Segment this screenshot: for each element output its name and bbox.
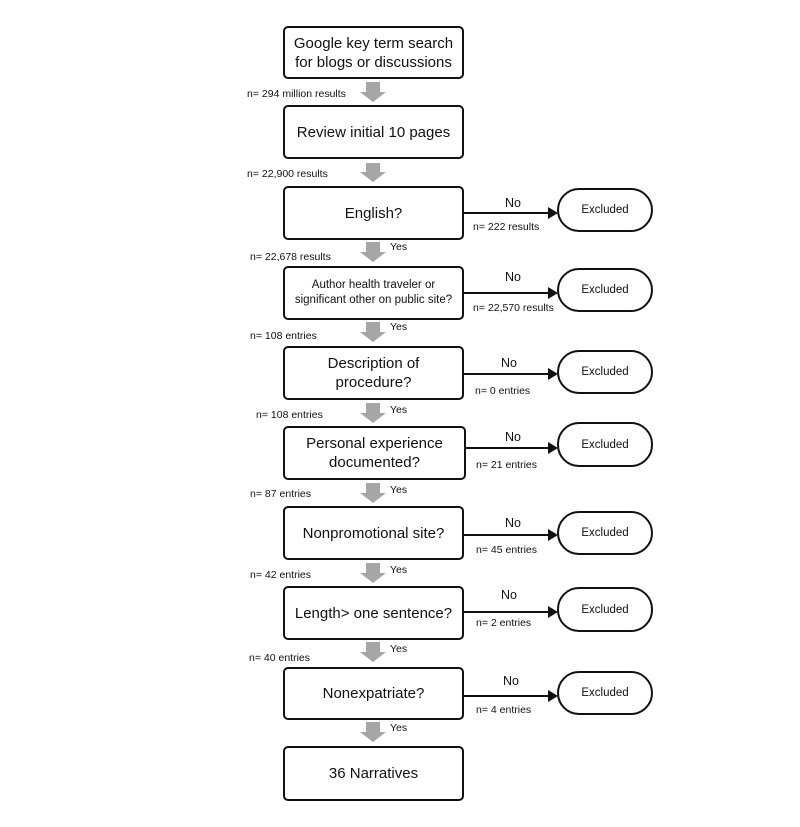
down-arrow bbox=[360, 242, 386, 262]
step-personal-experience: Personal experience documented? bbox=[283, 426, 466, 480]
step-review: Review initial 10 pages bbox=[283, 105, 464, 159]
yes-label: Yes bbox=[390, 643, 408, 655]
excluded-count: n= 4 entries bbox=[476, 704, 532, 716]
excluded-count: n= 0 entries bbox=[475, 385, 531, 397]
excluded-count: n= 45 entries bbox=[476, 544, 538, 556]
no-label: No bbox=[503, 674, 519, 688]
count-label: n= 42 entries bbox=[250, 569, 312, 581]
side-arrow-head bbox=[548, 207, 558, 219]
step-english: English? bbox=[283, 186, 464, 240]
down-arrow bbox=[360, 82, 386, 102]
count-label: n= 108 entries bbox=[256, 409, 323, 421]
step-length: Length> one sentence? bbox=[283, 586, 464, 640]
count-label: n= 22,900 results bbox=[247, 168, 328, 180]
yes-label: Yes bbox=[390, 404, 408, 416]
no-label: No bbox=[505, 430, 521, 444]
step-nonpromotional: Nonpromotional site? bbox=[283, 506, 464, 560]
down-arrow bbox=[360, 722, 386, 742]
yes-label: Yes bbox=[390, 484, 408, 496]
step-nonexpatriate: Nonexpatriate? bbox=[283, 667, 464, 720]
count-label: n= 22,678 results bbox=[250, 251, 331, 263]
excluded-count: n= 222 results bbox=[473, 221, 540, 233]
down-arrow bbox=[360, 163, 386, 182]
count-label: n= 108 entries bbox=[250, 330, 317, 342]
side-arrow-head bbox=[548, 690, 558, 702]
down-arrow bbox=[360, 642, 386, 662]
excluded-count: n= 22,570 results bbox=[473, 302, 554, 314]
count-label: n= 294 million results bbox=[247, 88, 346, 100]
yes-label: Yes bbox=[390, 722, 408, 734]
excluded-node: Excluded bbox=[557, 350, 653, 394]
down-arrow bbox=[360, 322, 386, 342]
down-arrow bbox=[360, 563, 386, 583]
count-label: n= 40 entries bbox=[249, 652, 311, 664]
excluded-node: Excluded bbox=[557, 268, 653, 312]
step-narratives: 36 Narratives bbox=[283, 746, 464, 801]
no-label: No bbox=[505, 516, 521, 530]
no-label: No bbox=[505, 196, 521, 210]
step-search: Google key term search for blogs or disc… bbox=[283, 26, 464, 79]
side-arrow-head bbox=[548, 287, 558, 299]
side-arrow-head bbox=[548, 529, 558, 541]
excluded-node: Excluded bbox=[557, 511, 653, 555]
excluded-node: Excluded bbox=[557, 422, 653, 467]
yes-label: Yes bbox=[390, 564, 408, 576]
excluded-count: n= 2 entries bbox=[476, 617, 532, 629]
down-arrow bbox=[360, 403, 386, 423]
yes-label: Yes bbox=[390, 241, 408, 253]
no-label: No bbox=[505, 270, 521, 284]
no-label: No bbox=[501, 356, 517, 370]
down-arrow bbox=[360, 483, 386, 503]
excluded-node: Excluded bbox=[557, 188, 653, 232]
excluded-node: Excluded bbox=[557, 671, 653, 715]
side-arrow-head bbox=[548, 442, 558, 454]
count-label: n= 87 entries bbox=[250, 488, 312, 500]
step-author: Author health traveler or significant ot… bbox=[283, 266, 464, 320]
side-arrow-head bbox=[548, 606, 558, 618]
side-arrow-head bbox=[548, 368, 558, 380]
yes-label: Yes bbox=[390, 321, 408, 333]
step-description: Description of procedure? bbox=[283, 346, 464, 400]
excluded-node: Excluded bbox=[557, 587, 653, 632]
no-label: No bbox=[501, 588, 517, 602]
excluded-count: n= 21 entries bbox=[476, 459, 538, 471]
